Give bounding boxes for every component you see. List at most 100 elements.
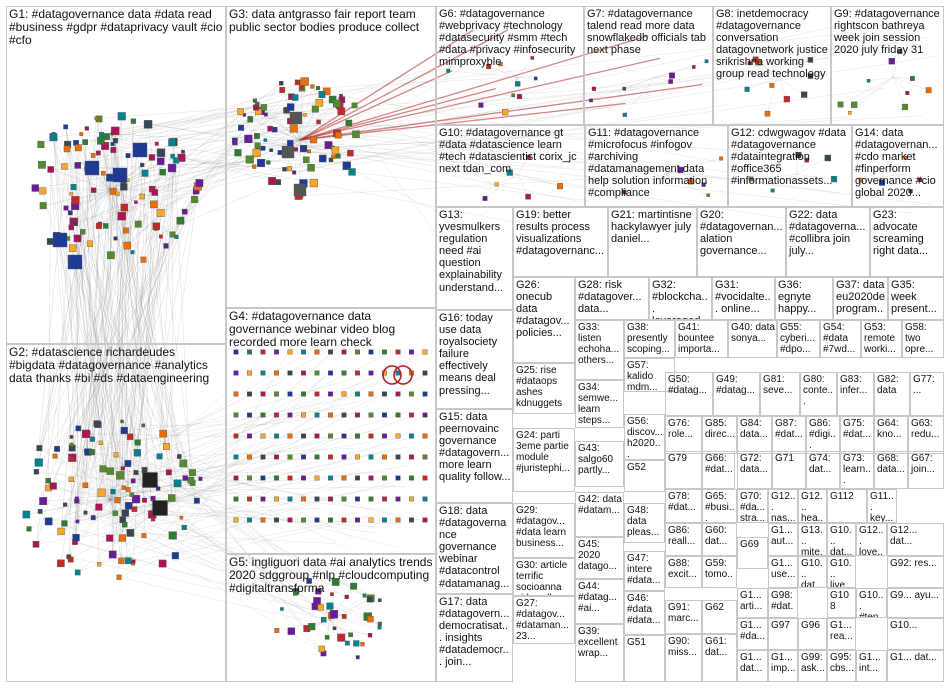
group-label: G59: tomo... [705,558,735,588]
group-cell-g30: G30: article terrific socioanna sidewalk… [513,558,575,596]
group-label: G39: excellent wrap... [578,626,622,659]
group-label: G14: data #datagovernan... #cdo market #… [855,127,942,200]
group-label: G1... int... [859,652,885,674]
group-cell-g1h: G1... imp... [768,650,798,682]
group-cell-g1c: G1... use... [768,556,798,588]
group-label: G66: #dat... [705,453,733,475]
group-cell-g49: G49: #datag... [713,372,760,416]
group-cell-g10e: G10... #ten... [856,588,887,618]
group-cell-g76: G76: role... [665,416,702,454]
group-cell-g59: G59: tomo... [702,556,737,588]
group-label: G75: #dat... [843,418,872,440]
group-cell-g26: G26: onecub data #datagov... policies... [513,277,575,363]
group-cell-g18: G18: data #datagovernance governance web… [436,503,513,594]
group-cell-g12d: G12... love... [856,523,887,556]
group-label: G87: #dat... [775,418,804,440]
group-label: G42: data #datam... [578,494,622,516]
group-cell-g9: G9: #datagovernance rightscon bathreya w… [831,6,944,125]
group-label: G35: week present... [891,279,942,315]
group-label: G20: #datagovernan... alation governance… [700,209,784,257]
group-label: G1... rea... [830,620,854,642]
group-cell-g40: G40: data sonya... [728,320,777,358]
group-label: G96 [801,620,825,631]
group-cell-g5: G5: ingliguori data #ai analytics trends… [226,554,436,682]
group-cell-g58: G58: two opre... [902,320,944,358]
group-cell-g15: G15: data peernovainc governance #datago… [436,409,513,503]
group-label: G12... love... [859,525,885,556]
group-cell-g80: G80: conte... [800,372,837,416]
group-label: G33: listen echoha... others... [578,322,622,366]
group-cell-g97: G97 [768,618,798,650]
group-label: G5: ingliguori data #ai analytics trends… [229,556,434,596]
group-cell-g91: G91: marc... [665,600,702,634]
group-cell-g1i: G1... int... [856,650,887,682]
group-label: G27: #datagov... #dataman... 23... [516,598,573,642]
group-cell-g23: G23: advocate screaming right data... [870,207,944,277]
group-cell-g67: G67: join... [908,451,944,489]
group-label: G1... #da... [740,620,766,642]
group-cell-g10b: G10... dat... [827,523,856,556]
group-cell-g66: G66: #dat... [702,451,735,489]
group-label: G10... #ten... [859,590,885,618]
group-cell-g28: G28: risk #datagover... data... [575,277,649,320]
group-label: G7: #datagovernance talend read more dat… [587,8,711,56]
group-cell-g87: G87: #dat... [772,416,806,454]
group-label: G91: marc... [668,602,700,624]
group-cell-g2: G2: #datascience richardeudes #bigdata #… [6,344,226,682]
group-label: G24: parti 3eme partie module #juristeph… [516,430,573,474]
group-label: G12: cdwgwagov #data #datagovernance #da… [731,127,850,187]
group-cell-g73: G73: learn... [840,451,874,489]
group-label: G9... ayu... [890,590,942,601]
group-label: G9: #datagovernance rightscon bathreya w… [834,8,942,56]
group-label: G17: data #datagovern... democratisat...… [439,596,511,669]
group-label: G10... [890,620,942,631]
group-label: G30: article terrific socioanna sidewalk… [516,560,573,596]
group-cell-g20: G20: #datagovernan... alation governance… [697,207,786,277]
group-cell-g12: G12: cdwgwagov #data #datagovernance #da… [728,125,852,207]
group-cell-g98: G98: #dat... [768,588,798,618]
group-label: G23: advocate screaming right data... [873,209,942,257]
group-label: G46: #data #data... [627,593,663,626]
group-cell-g17: G17: data #datagovern... democratisat...… [436,594,513,682]
group-label: G1... dat... [890,652,942,663]
group-label: G45: 2020 datago... [578,539,622,572]
group-cell-g22: G22: data #datagoverna... #collibra join… [786,207,870,277]
group-cell-g44: G44: #datag... #ai... [575,579,624,624]
group-cell-g12e: G12... dat... [887,523,944,556]
group-label: G77: ... [913,374,942,396]
group-cell-g82: G82: data [874,372,910,416]
group-label: G3: data antgrasso fair report team publ… [229,8,434,34]
group-label: G81: seve... [763,374,798,396]
group-label: G83: infer... [840,374,872,396]
group-label: G95: cbs... [830,652,854,674]
group-cell-g1: G1: #datagovernance data #data read #bus… [6,6,226,344]
group-label: G73: learn... [843,453,872,486]
group-label: G1: #datagovernance data #data read #bus… [9,8,224,48]
group-cell-g55: G55: cyberi... #dpo... [777,320,820,358]
group-label: G54: #data #7wd... [823,322,859,355]
group-label: G1... arti... [740,590,766,612]
group-cell-g10: G10: #datagovernance gt #data #datascien… [436,125,585,207]
group-label: G92: res... [890,558,942,569]
group-label: G10... live... [830,558,854,588]
group-cell-g12b: G12... nas... [768,489,798,523]
group-label: G44: #datag... #ai... [578,581,622,614]
group-cell-g62: G62 [702,600,737,634]
group-label: G63: redu... [911,418,942,440]
group-label: G12... dat... [890,525,942,547]
group-cell-g27: G27: #datagov... #dataman... 23... [513,596,575,644]
group-cell-g52: G52 [624,460,665,492]
group-cell-g108: G108 [827,588,856,618]
group-label: G10: #datagovernance gt #data #datascien… [439,127,583,175]
group-label: G41: bountee importa... [678,322,726,355]
group-cell-g92: G92: res... [887,556,944,588]
group-cell-g86: G86: #digi... [806,416,840,454]
group-label: G12... nas... [771,491,796,523]
group-label: G36: egnyte happy... [778,279,831,315]
group-cell-g36: G36: egnyte happy... [775,277,833,320]
group-cell-g65: G65: #busi... [702,489,737,523]
group-label: G15: data peernovainc governance #datago… [439,411,511,484]
group-cell-g33: G33: listen echoha... others... [575,320,624,380]
group-label: G67: join... [911,453,942,475]
group-cell-g29: G29: #datagov... #data learn business... [513,503,575,558]
